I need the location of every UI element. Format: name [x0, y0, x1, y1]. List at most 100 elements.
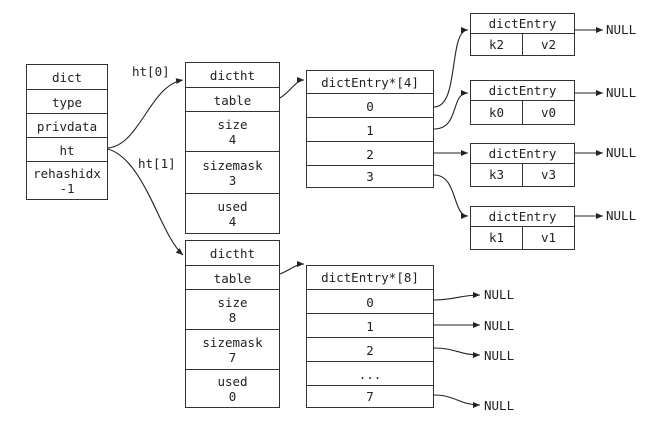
dictht-0-size-value: 4 [228, 132, 237, 147]
dictht-1-size-label: size [217, 295, 248, 310]
table-1: dictEntry*[8] 0 1 2 ... 7 [306, 265, 434, 408]
dict-entry-k2-kv: k2 v2 [471, 33, 574, 55]
dict-field-privdata-text: privdata [36, 118, 98, 134]
dictht-0-sizemask: sizemask 3 [186, 151, 279, 194]
table-0-slot-2: 2 [307, 141, 433, 166]
dict-entry-k0-title: dictEntry [471, 81, 574, 101]
table-1-slot-2: 2 [307, 337, 433, 362]
dictht-0-size: size 4 [186, 111, 279, 152]
table-1-title: dictEntry*[8] [307, 266, 433, 289]
dict-entry-k1-title: dictEntry [471, 207, 574, 227]
dict-entry-k0-key: k0 [488, 104, 505, 120]
arrow-t1slot0-null [433, 292, 481, 301]
dict-entry-k1-key: k1 [488, 230, 505, 245]
dictht-1-table: table [186, 265, 279, 290]
arrow-t1slot2-null [433, 347, 481, 358]
table-1-slot-0: 0 [307, 289, 433, 314]
table-0: dictEntry*[4] 0 1 2 3 [306, 70, 434, 188]
arrow-table1 [279, 261, 305, 275]
table-0-slot-0: 0 [307, 93, 433, 118]
rehashidx-label: rehashidx [33, 165, 101, 181]
table-1-slot-7-text: 7 [366, 389, 374, 404]
dictht-1-table-text: table [213, 270, 252, 286]
arrow-table0 [279, 77, 305, 99]
dictht-0-used-value: 4 [228, 213, 237, 229]
dictht-1-title-text: dictht [209, 245, 256, 261]
null-after-k2: NULL [606, 22, 637, 37]
null-after-k3: NULL [606, 145, 637, 160]
table-1-slot-1: 1 [307, 313, 433, 338]
dictht-0-title: dictht [186, 63, 279, 87]
dict-entry-k1-kv: k1 v1 [471, 226, 574, 249]
table-1-slot-2-text: 2 [366, 342, 374, 358]
null-after-k1: NULL [606, 208, 637, 223]
dict-entry-k3: dictEntry k3 v3 [470, 143, 575, 187]
dictht-1-title: dictht [186, 241, 279, 265]
dictht-0-used-label: used [217, 198, 248, 214]
table-0-slot-1: 1 [307, 117, 433, 142]
null-table1-slot7: NULL [484, 398, 515, 413]
table-0-title: dictEntry*[4] [307, 71, 433, 93]
dict-struct: dict type privdata ht rehashidx -1 [26, 64, 108, 200]
table-1-slot-0-text: 0 [366, 294, 374, 310]
table-0-slot-2-text: 2 [366, 146, 374, 162]
arrow-t1slot7-null [433, 394, 481, 408]
arrow-slot0-k2 [433, 27, 469, 108]
dictht-1-used: used 0 [186, 369, 279, 407]
table-0-slot-3-text: 3 [366, 169, 374, 184]
null-table1-slot1: NULL [484, 318, 515, 333]
dict-title-text: dict [51, 69, 83, 85]
arrow-ht0 [107, 78, 184, 149]
dict-entry-k3-title: dictEntry [471, 144, 574, 164]
table-1-title-text: dictEntry*[8] [321, 270, 419, 285]
dictht-1: dictht table size 8 sizemask 7 used 0 [185, 240, 280, 408]
dict-entry-k0-kv: k0 v0 [471, 100, 574, 124]
table-0-slot-1-text: 1 [366, 122, 374, 138]
dict-field-ht: ht [27, 137, 107, 162]
ht1-label: ht[1] [138, 156, 176, 171]
null-after-k0: NULL [606, 85, 637, 100]
dict-entry-k3-kv: k3 v3 [471, 163, 574, 186]
dictht-0-sizemask-label: sizemask [202, 158, 263, 173]
arrow-slot3-k1 [433, 174, 469, 219]
dict-field-type: type [27, 89, 107, 114]
dictht-1-size: size 8 [186, 289, 279, 330]
dictht-1-sizemask-value: 7 [228, 350, 237, 365]
dictht-0-title-text: dictht [209, 67, 256, 83]
arrow-ht1 [107, 148, 184, 256]
table-1-slot-1-text: 1 [366, 318, 374, 334]
dictht-1-used-value: 0 [228, 388, 237, 404]
dictht-1-sizemask-label: sizemask [202, 335, 263, 350]
dict-entry-k2-key: k2 [488, 36, 505, 52]
dictht-0-used: used 4 [186, 193, 279, 233]
dict-entry-k3-value: v3 [522, 163, 574, 186]
table-1-slot-ellipsis: ... [307, 361, 433, 386]
dict-field-privdata: privdata [27, 113, 107, 138]
dict-entry-k2-value: v2 [522, 33, 574, 55]
dictht-0-size-label: size [217, 117, 248, 132]
rehashidx-value: -1 [59, 180, 75, 196]
dictht-1-used-label: used [217, 373, 248, 389]
null-table1-slot0: NULL [484, 287, 515, 302]
dict-field-ht-text: ht [59, 142, 75, 158]
table-0-title-text: dictEntry*[4] [321, 74, 419, 90]
dict-field-type-text: type [51, 94, 83, 110]
null-table1-slot2: NULL [484, 348, 515, 363]
ht0-label: ht[0] [132, 64, 170, 79]
dict-field-rehashidx: rehashidx -1 [27, 161, 107, 199]
dictht-0: dictht table size 4 sizemask 3 used 4 [185, 62, 280, 234]
dictht-1-sizemask: sizemask 7 [186, 329, 279, 370]
table-0-slot-0-text: 0 [366, 98, 374, 114]
dictht-0-table-text: table [213, 92, 252, 108]
table-0-slot-3: 3 [307, 165, 433, 187]
dict-entry-k1-value: v1 [522, 226, 574, 249]
dict-entry-k2: dictEntry k2 v2 [470, 13, 575, 56]
dict-entry-k3-key: k3 [488, 167, 505, 182]
dictht-0-table: table [186, 87, 279, 112]
dictht-1-size-value: 8 [228, 310, 237, 325]
dict-entry-k1: dictEntry k1 v1 [470, 206, 575, 250]
dict-entry-k0-value: v0 [522, 100, 574, 124]
table-1-slot-7: 7 [307, 385, 433, 407]
